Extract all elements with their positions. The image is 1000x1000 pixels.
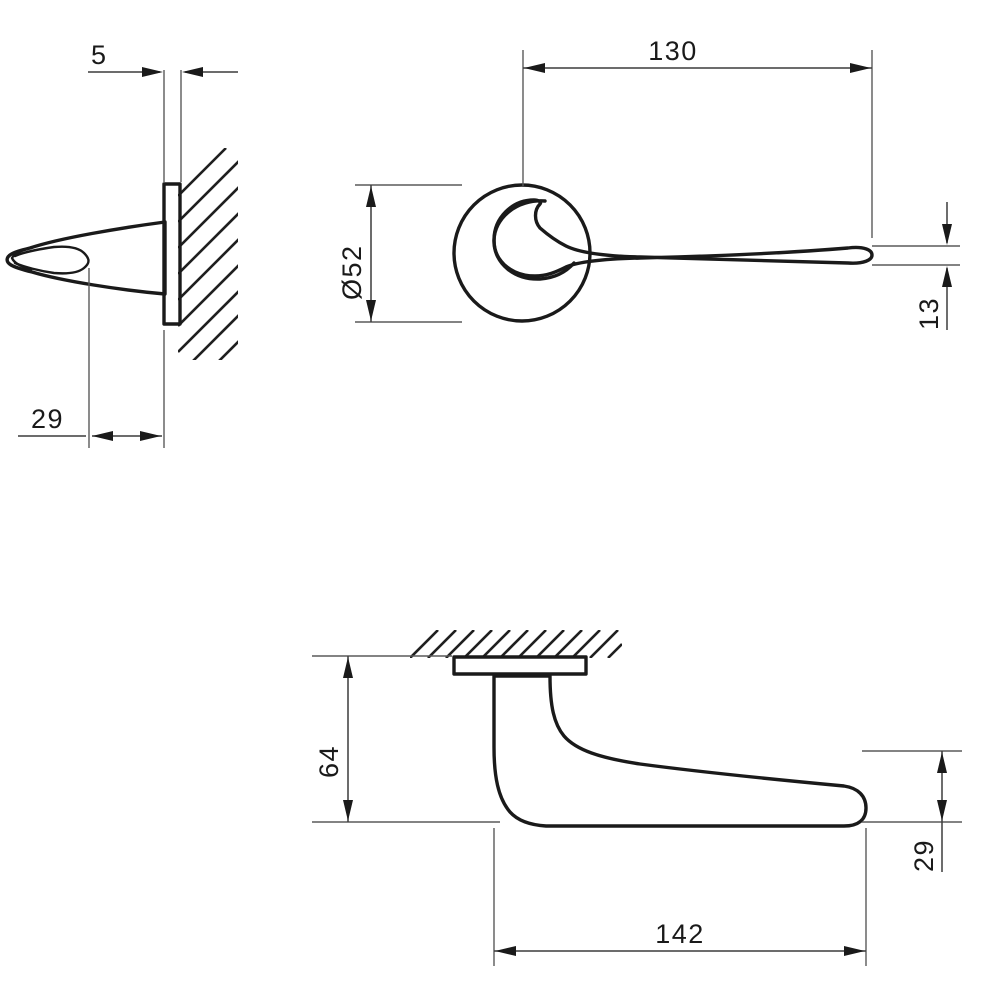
- view-front-plan: 130 Ø52 13: [337, 36, 960, 330]
- dim-label-29-bottom: 29: [909, 839, 939, 872]
- lever-cone-inner-detail: [13, 245, 90, 275]
- dim-label-13: 13: [914, 297, 944, 330]
- view-side-section: 5 29: [5, 40, 238, 448]
- dim-label-64: 64: [314, 745, 344, 778]
- lever-cone-outline: [5, 220, 167, 296]
- wall-hatching-left: [178, 148, 238, 360]
- rose-plate-elevation: [452, 655, 588, 676]
- dimension-height-64: 64: [312, 655, 500, 823]
- wall-hatching-bottom: [410, 630, 622, 658]
- dimension-rose-diameter: Ø52: [337, 184, 462, 323]
- view-side-elevation: 64 29 142: [312, 630, 962, 966]
- lever-profile-elevation: [492, 674, 868, 828]
- dimension-length-130: 130: [522, 36, 873, 238]
- lever-cone-tip-fold: [10, 246, 33, 272]
- dim-label-d52: Ø52: [337, 244, 367, 300]
- lever-arm-plan: [492, 198, 874, 278]
- dimension-tip-height-13: 13: [872, 202, 960, 330]
- lever-hub-circle: [492, 199, 576, 281]
- dim-label-29-left: 29: [31, 404, 64, 434]
- dimension-rose-thickness: 5: [88, 40, 238, 77]
- dimension-overall-length-142: 142: [493, 828, 867, 966]
- dim-label-5: 5: [91, 40, 108, 70]
- dimension-tip-height-29: 29: [862, 750, 962, 872]
- dimension-projection-29: 29: [18, 404, 162, 441]
- dim-label-142: 142: [655, 919, 705, 949]
- dim-label-130: 130: [648, 36, 698, 66]
